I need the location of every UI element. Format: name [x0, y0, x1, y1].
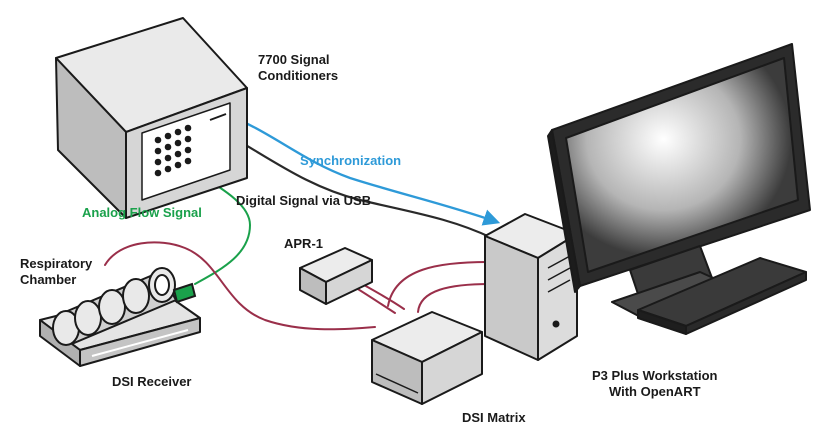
label-conditioners: 7700 Signal Conditioners [258, 52, 339, 83]
label-dsi-receiver: DSI Receiver [112, 374, 192, 389]
dsi-matrix-box-icon [371, 311, 483, 405]
label-respiratory-chamber: Respiratory Chamber [20, 256, 93, 287]
label-digital-signal: Digital Signal via USB [236, 193, 372, 208]
pc-tower-icon [484, 213, 578, 361]
label-dsi-matrix: DSI Matrix [462, 410, 526, 425]
label-workstation: P3 Plus Workstation With OpenART [592, 368, 718, 399]
apr1-box-icon [299, 247, 373, 305]
matrix-to-tower-cable [387, 261, 489, 307]
label-apr1: APR-1 [284, 236, 324, 251]
chamber-to-matrix-cable [104, 241, 376, 331]
label-analog-flow: Analog Flow Signal [82, 205, 202, 220]
matrix-to-tower-cable-b [417, 283, 491, 313]
respiratory-chamber-icon [52, 267, 197, 346]
sync-cable [216, 108, 501, 226]
keyboard-icon [637, 257, 807, 335]
signal-conditioner-box-icon [55, 17, 248, 219]
label-synchronization: Synchronization [300, 153, 402, 168]
